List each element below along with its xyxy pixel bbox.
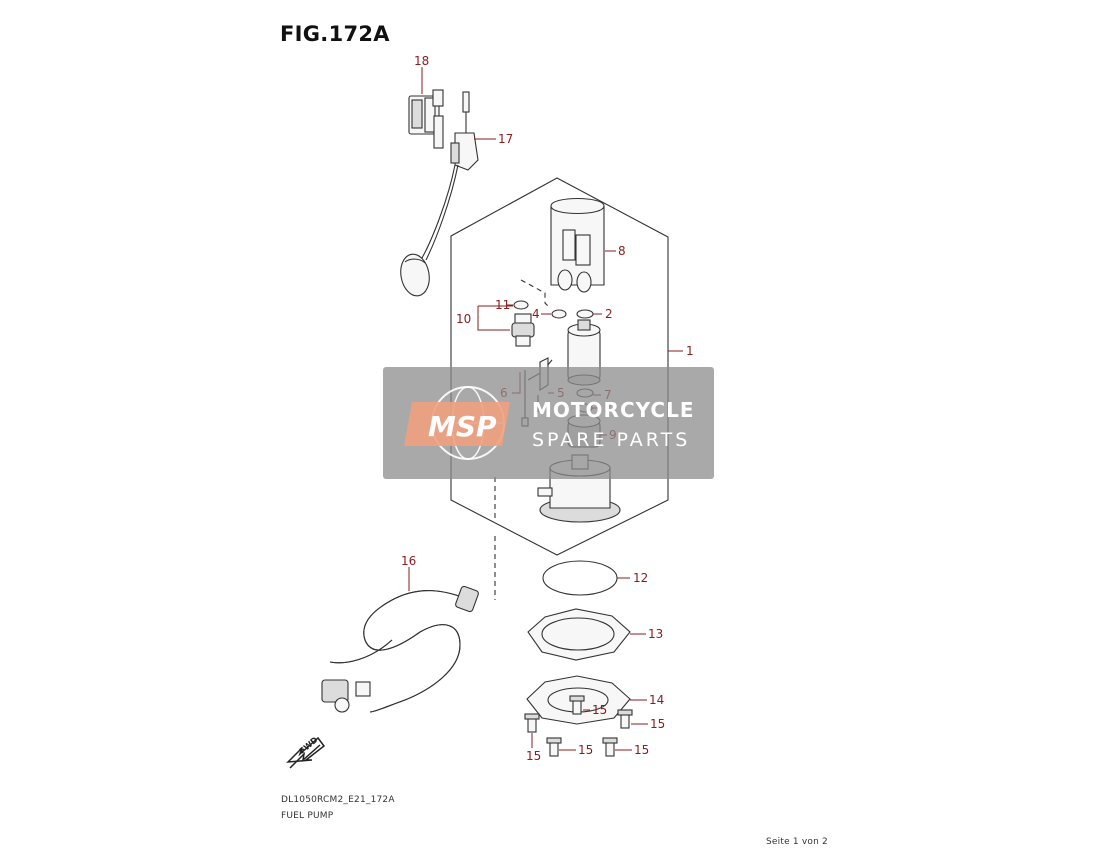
callout-15[interactable]: 15: [526, 749, 541, 763]
part-16-fuel-hose[interactable]: [321, 585, 479, 713]
callout-16[interactable]: 16: [401, 554, 416, 568]
watermark-line2: SPARE PARTS: [532, 429, 690, 451]
assembly-frame: [450, 177, 669, 556]
page-indicator: Seite 1 von 2: [766, 837, 828, 847]
callout-11[interactable]: 11: [495, 298, 510, 312]
part-10-pressure-regulator[interactable]: [511, 313, 535, 347]
watermark-logo: MSP: [428, 410, 497, 443]
part-17-fuel-level-gauge[interactable]: [398, 91, 479, 298]
callout-15[interactable]: 15: [578, 743, 593, 757]
part-15-bolt[interactable]: [524, 713, 540, 733]
figure-title: FIG.172A: [280, 22, 390, 46]
callout-12[interactable]: 12: [633, 571, 648, 585]
callout-2[interactable]: 2: [605, 307, 613, 321]
part-13-plate[interactable]: [527, 608, 631, 661]
callout-13[interactable]: 13: [648, 627, 663, 641]
callout-17[interactable]: 17: [498, 132, 513, 146]
part-15-bolt[interactable]: [617, 709, 633, 729]
part-4-o-ring[interactable]: [551, 309, 567, 319]
part-15-bolt[interactable]: [602, 737, 618, 757]
forward-direction-arrow: FWD: [286, 735, 326, 769]
callout-15[interactable]: 15: [650, 717, 665, 731]
callout-4[interactable]: 4: [532, 307, 540, 321]
callout-15[interactable]: 15: [592, 703, 607, 717]
watermark-line1: MOTORCYCLE: [532, 398, 694, 422]
callout-14[interactable]: 14: [649, 693, 664, 707]
dashed-guide-8: [520, 279, 549, 307]
callout-15[interactable]: 15: [634, 743, 649, 757]
figure-name: FUEL PUMP: [281, 811, 334, 821]
part-11-o-ring[interactable]: [513, 300, 529, 310]
part-8-fuel-filter[interactable]: [550, 198, 605, 293]
part-15-bolt[interactable]: [569, 695, 585, 715]
part-18-connector[interactable]: [408, 89, 444, 149]
callout-18[interactable]: 18: [414, 54, 429, 68]
callout-10[interactable]: 10: [456, 312, 471, 326]
part-15-bolt[interactable]: [546, 737, 562, 757]
part-2-o-ring[interactable]: [576, 309, 594, 319]
model-code: DL1050RCM2_E21_172A: [281, 795, 395, 805]
callout-8[interactable]: 8: [618, 244, 626, 258]
part-12-gasket[interactable]: [542, 560, 618, 596]
callout-1[interactable]: 1: [686, 344, 694, 358]
watermark: MSP MOTORCYCLE SPARE PARTS: [383, 367, 714, 479]
